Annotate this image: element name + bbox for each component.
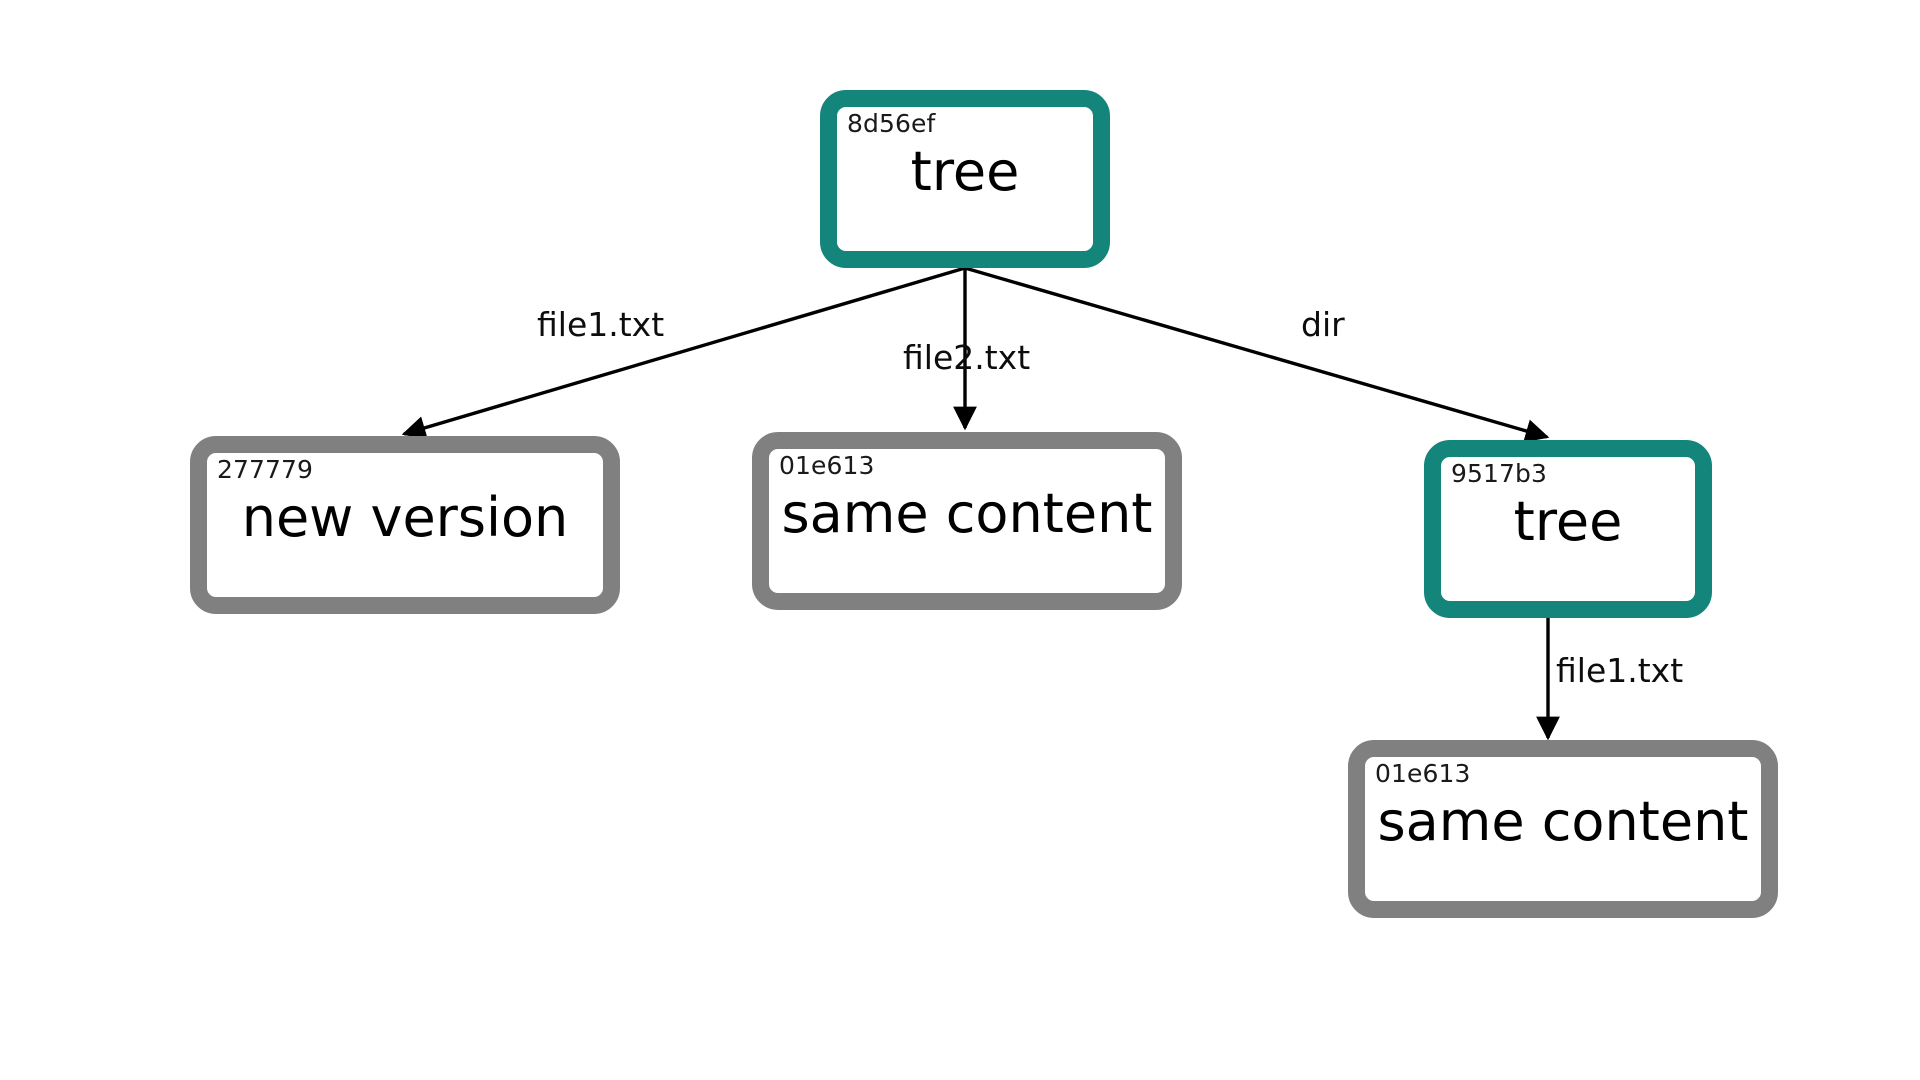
node-root-tree[interactable]: 8d56ef tree [820, 90, 1110, 268]
node-label: same content [1377, 790, 1749, 853]
edge-line-dir [964, 266, 1550, 443]
edge-label-file1: file1.txt [537, 305, 665, 344]
node-label: tree [910, 140, 1020, 203]
node-hash: 01e613 [1375, 759, 1471, 788]
node-label: new version [241, 486, 569, 549]
edge-label-sub-file1: file1.txt [1556, 651, 1684, 690]
node-label: tree [1513, 490, 1623, 553]
node-root-tree-inner: 8d56ef tree [837, 107, 1093, 251]
node-label: same content [781, 482, 1153, 545]
node-blob-same-content[interactable]: 01e613 same content [752, 432, 1182, 610]
node-hash: 277779 [217, 455, 314, 484]
node-hash: 01e613 [779, 451, 875, 480]
node-blob-new-version[interactable]: 277779 new version [190, 436, 620, 614]
node-blob-same-content-2[interactable]: 01e613 same content [1348, 740, 1778, 918]
node-blob-new-version-inner: 277779 new version [207, 453, 603, 597]
edge-label-file2: file2.txt [903, 338, 1031, 377]
node-hash: 9517b3 [1451, 459, 1547, 488]
node-blob-same-content-inner: 01e613 same content [769, 449, 1165, 593]
edge-line-file1 [401, 266, 966, 440]
edge-label-dir: dir [1301, 305, 1345, 344]
node-sub-tree-inner: 9517b3 tree [1441, 457, 1695, 601]
node-hash: 8d56ef [847, 109, 936, 138]
node-blob-same-content-2-inner: 01e613 same content [1365, 757, 1761, 901]
node-sub-tree[interactable]: 9517b3 tree [1424, 440, 1712, 618]
